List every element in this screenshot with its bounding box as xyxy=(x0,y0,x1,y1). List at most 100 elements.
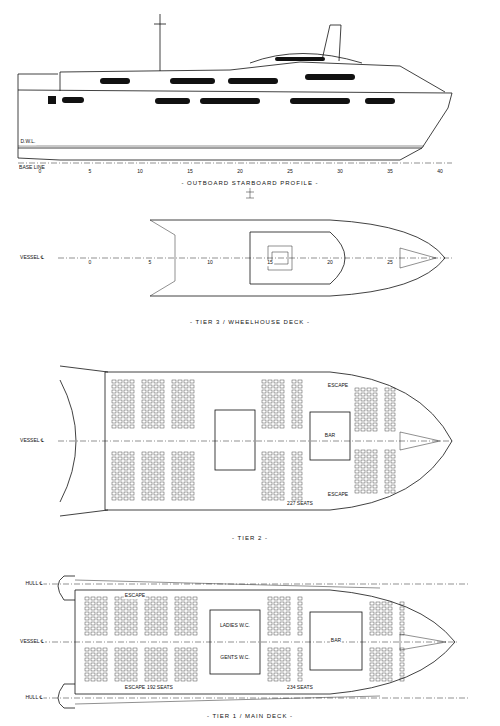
seat xyxy=(160,462,164,465)
seat xyxy=(280,663,284,666)
seat xyxy=(163,658,167,661)
seat xyxy=(382,648,386,651)
seat xyxy=(184,452,188,455)
seat xyxy=(154,482,158,485)
drawing-label: ESCAPE xyxy=(124,685,146,691)
drawing-label: ESCAPE xyxy=(327,492,349,498)
seat xyxy=(370,663,374,666)
seat xyxy=(286,663,290,666)
seat xyxy=(91,597,95,600)
seat xyxy=(361,475,365,478)
seat xyxy=(268,658,272,661)
window xyxy=(155,98,190,104)
view-title: - OUTBOARD STARBOARD PROFILE - xyxy=(179,180,320,187)
seat xyxy=(373,455,377,458)
seat xyxy=(190,457,194,460)
seat xyxy=(157,653,161,656)
seat xyxy=(85,658,89,661)
seat xyxy=(142,405,146,408)
seat xyxy=(85,607,89,610)
seat xyxy=(373,480,377,483)
seat xyxy=(91,653,95,656)
seat xyxy=(142,395,146,398)
seat xyxy=(355,480,359,483)
seat xyxy=(193,653,197,656)
seat xyxy=(181,653,185,656)
seat xyxy=(262,380,266,383)
seat xyxy=(262,472,266,475)
seat xyxy=(124,400,128,403)
seat xyxy=(103,668,107,671)
seat xyxy=(190,420,194,423)
seat xyxy=(121,632,125,635)
seat xyxy=(112,487,116,490)
seat xyxy=(181,663,185,666)
seat xyxy=(130,487,134,490)
window xyxy=(100,78,130,84)
seat xyxy=(85,602,89,605)
seat xyxy=(148,472,152,475)
seat xyxy=(118,487,122,490)
seat xyxy=(157,622,161,625)
seat xyxy=(121,663,125,666)
seat xyxy=(382,658,386,661)
seat xyxy=(190,472,194,475)
seat xyxy=(115,622,119,625)
seat xyxy=(172,425,176,428)
seat xyxy=(298,472,302,475)
seat xyxy=(118,410,122,413)
seat xyxy=(112,472,116,475)
seat xyxy=(268,385,272,388)
seat xyxy=(118,425,122,428)
seat xyxy=(115,602,119,605)
seat xyxy=(292,457,296,460)
seat xyxy=(130,482,134,485)
seat xyxy=(286,678,290,681)
seat xyxy=(190,497,194,500)
seat xyxy=(172,487,176,490)
seat xyxy=(172,452,176,455)
seat xyxy=(163,597,167,600)
seat xyxy=(376,663,380,666)
seat xyxy=(280,622,284,625)
seat xyxy=(388,612,392,615)
seat xyxy=(181,622,185,625)
seat xyxy=(286,632,290,635)
seat xyxy=(274,658,278,661)
seat xyxy=(178,477,182,480)
seat xyxy=(292,405,296,408)
seat xyxy=(187,663,191,666)
seat xyxy=(115,678,119,681)
seat xyxy=(298,390,302,393)
seat xyxy=(154,415,158,418)
seat xyxy=(286,597,290,600)
seat xyxy=(151,622,155,625)
stern-edge xyxy=(150,220,175,296)
seat xyxy=(280,602,284,605)
seat xyxy=(148,410,152,413)
seat xyxy=(193,602,197,605)
drawing-label: 5 xyxy=(88,169,93,175)
seat xyxy=(154,410,158,413)
seat xyxy=(268,410,272,413)
seat xyxy=(382,663,386,666)
seat xyxy=(298,425,302,428)
seat xyxy=(97,632,101,635)
seat xyxy=(280,482,284,485)
seat xyxy=(133,617,137,620)
seat xyxy=(262,420,266,423)
window xyxy=(275,57,325,61)
seat xyxy=(148,497,152,500)
seat xyxy=(151,658,155,661)
seat xyxy=(292,452,296,455)
seat xyxy=(373,418,377,421)
drawing-label: 5 xyxy=(148,260,153,266)
stern-hulls xyxy=(60,366,108,516)
seat xyxy=(148,380,152,383)
seat xyxy=(142,385,146,388)
seat xyxy=(280,457,284,460)
seat xyxy=(355,423,359,426)
seat xyxy=(172,420,176,423)
seat xyxy=(298,673,302,676)
seat xyxy=(400,632,404,635)
